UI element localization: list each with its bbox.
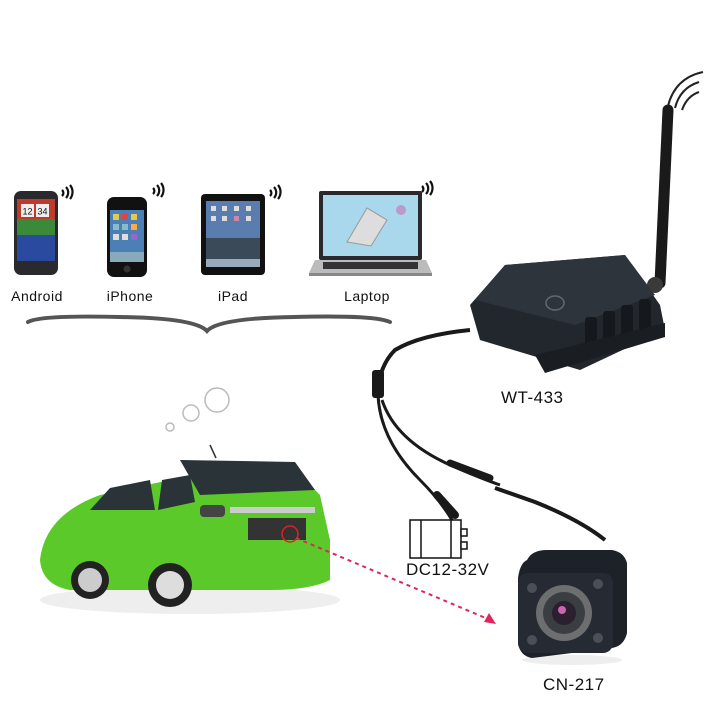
wireless-transmitter-icon (470, 255, 665, 373)
svg-text:34: 34 (37, 207, 47, 217)
green-hatchback-car-icon (40, 444, 340, 614)
device-label-iphone: iPhone (106, 288, 154, 304)
ipad-icon (201, 194, 265, 275)
broadcast-signal-icon (667, 71, 704, 111)
backup-camera-icon (518, 550, 627, 665)
wifi-signal-icon (421, 180, 434, 196)
device-android: 12 34 (13, 190, 59, 276)
transmitter-wt433 (465, 245, 665, 380)
svg-text:12: 12 (22, 207, 32, 217)
wifi-signal-icon (152, 182, 165, 198)
camera-model-label: CN-217 (543, 675, 605, 694)
device-ipad (200, 193, 266, 276)
wifi-signal-icon (269, 184, 282, 200)
thought-bubbles (165, 387, 230, 432)
device-iphone (106, 196, 148, 278)
device-label-laptop: Laptop (344, 288, 390, 304)
iphone-icon (107, 197, 147, 277)
laptop-icon (309, 191, 432, 276)
transmitter-model-label: WT-433 (501, 388, 564, 407)
android-phone-icon: 12 34 (14, 191, 58, 275)
device-laptop (309, 190, 434, 284)
device-label-ipad: iPad (217, 288, 249, 304)
wifi-signal-icon (61, 184, 74, 200)
power-connector-icon (409, 519, 468, 559)
camera-cn217 (512, 548, 632, 666)
car (30, 440, 340, 615)
device-label-android: Android (11, 288, 63, 304)
power-voltage-label: DC12-32V (406, 560, 490, 579)
